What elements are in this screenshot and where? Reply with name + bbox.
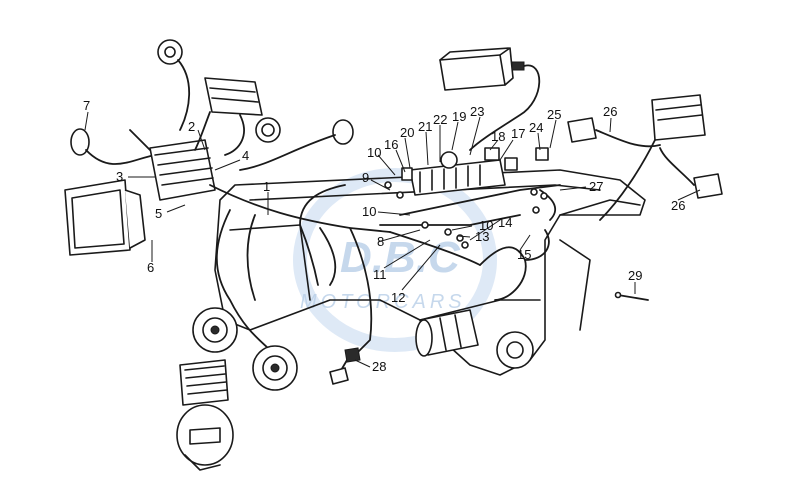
- horn-lower-right: [252, 345, 298, 391]
- small-connectors: [384, 181, 469, 249]
- callout-2: 2: [188, 119, 195, 134]
- callout-20: 20: [400, 125, 414, 140]
- tail-light: [599, 94, 706, 221]
- turn-signal-left: [567, 117, 661, 148]
- horn-lower-left: [192, 307, 238, 353]
- callout-18: 18: [491, 129, 505, 144]
- callout-26a: 26: [603, 104, 617, 119]
- callout-12: 12: [391, 290, 405, 305]
- callout-17: 17: [511, 126, 525, 141]
- callout-28: 28: [372, 359, 386, 374]
- callout-3: 3: [116, 169, 123, 184]
- fuse-box: [129, 77, 281, 201]
- callout-29: 29: [628, 268, 642, 283]
- callout-13: 13: [475, 229, 489, 244]
- sensor-rod: [614, 291, 649, 301]
- callout-7: 7: [83, 98, 90, 113]
- callout-9: 9: [362, 170, 369, 185]
- callout-1: 1: [263, 179, 270, 194]
- ignition-unit: [439, 47, 541, 151]
- watermark-text: MOTORCARS: [300, 291, 466, 313]
- relay-cluster: [401, 147, 549, 196]
- callout-27: 27: [589, 179, 603, 194]
- callout-10b: 10: [362, 204, 376, 219]
- voltage-regulator: [179, 359, 229, 406]
- callout-19: 19: [452, 109, 466, 124]
- horn-top: [157, 39, 191, 131]
- callout-labels: 1 2 3 4 5 6 7 8 9 10 10 10 11 12 13 14 1…: [83, 98, 685, 374]
- headlight: [64, 179, 146, 256]
- callout-21: 21: [418, 119, 432, 134]
- callout-5: 5: [155, 206, 162, 221]
- callout-8: 8: [377, 234, 384, 249]
- callout-25: 25: [547, 107, 561, 122]
- turn-signal-right: [659, 147, 723, 199]
- right-harness: [479, 188, 557, 301]
- ignition-coil: [176, 404, 234, 471]
- callout-16: 16: [384, 137, 398, 152]
- callout-23: 23: [470, 104, 484, 119]
- callout-4: 4: [242, 148, 249, 163]
- frame: [214, 169, 646, 376]
- callout-22: 22: [433, 112, 447, 127]
- main-harness: [209, 184, 561, 356]
- handlebar-switch: [70, 128, 156, 165]
- callout-24: 24: [529, 120, 543, 135]
- right-switch: [239, 119, 354, 171]
- callout-14: 14: [498, 215, 512, 230]
- callout-10c: 10: [479, 218, 493, 233]
- callout-11: 11: [373, 267, 387, 282]
- callout-15: 15: [517, 247, 531, 262]
- callout-26b: 26: [671, 198, 685, 213]
- leader-lines: [84, 111, 701, 368]
- callout-10a: 10: [367, 145, 381, 160]
- oil-pressure-sensor: [329, 347, 361, 385]
- starter-motor: [415, 309, 479, 357]
- callout-6: 6: [147, 260, 154, 275]
